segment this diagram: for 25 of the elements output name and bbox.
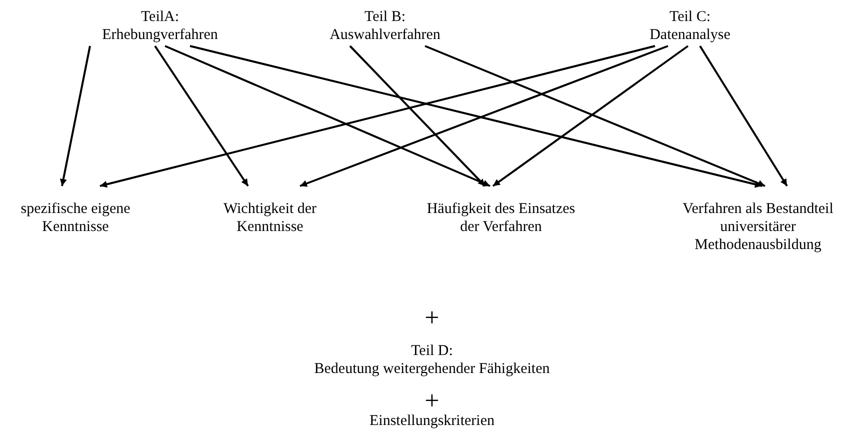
note-text: Teil D: [411,342,453,360]
arrow [349,45,486,187]
arrow [190,45,762,188]
node-text: spezifische eigene Kenntnisse [20,200,132,236]
note-text: Einstellungskriterien [370,412,494,430]
arrow [492,45,689,187]
arrow [154,45,249,187]
arrow [300,45,668,187]
note-text: Bedeutung weitergehender Fähigkeiten [314,360,550,378]
node-text: Erhebungverfahren [101,26,219,44]
node-text: Verfahren als Bestandteil universitärer Methodenausbildung [682,200,834,254]
node-text: Häufigkeit des Einsatzes der Verfahren [426,200,576,236]
arrow [100,45,656,188]
plus-sign: + [424,390,440,412]
plus-sign: + [424,307,440,329]
arrow [424,45,766,187]
node-heading: Teil B: [363,8,407,26]
node-heading: TeilA: [140,8,180,26]
node-heading: Teil C: [668,8,712,26]
arrow [699,45,788,187]
arrow [60,46,91,186]
node-text: Wichtigkeit der Kenntnisse [222,200,318,236]
arrow [164,45,490,187]
node-text: Datenanalyse [648,26,732,44]
node-text: Auswahlverfahren [328,26,442,44]
